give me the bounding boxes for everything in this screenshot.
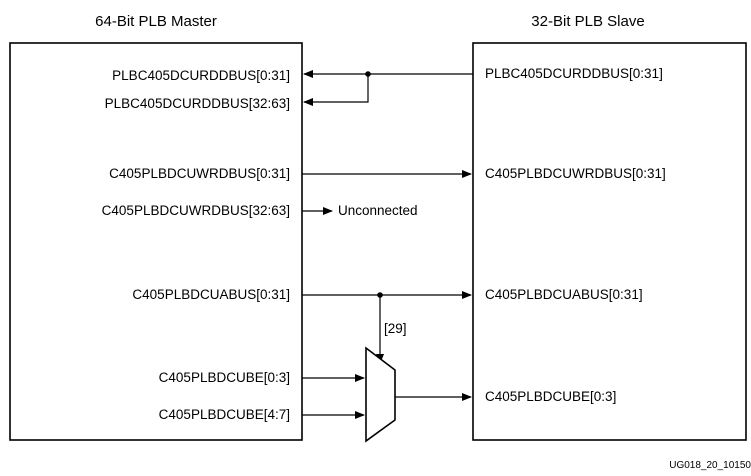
master-title: 64-Bit PLB Master — [95, 13, 217, 30]
figure-id: UG018_20_10150 — [669, 460, 751, 471]
master-rd-hi-label: PLBC405DCURDDBUS[32:63] — [105, 96, 290, 111]
slave-wr-label: C405PLBDCUWRDBUS[0:31] — [485, 166, 666, 181]
slave-box — [472, 42, 747, 441]
mux-select-label: [29] — [384, 321, 407, 336]
slave-title: 32-Bit PLB Slave — [531, 13, 644, 30]
master-be-lo-label: C405PLBDCUBE[0:3] — [159, 370, 290, 385]
master-be-hi-label: C405PLBDCUBE[4:7] — [159, 407, 290, 422]
master-rd-lo-label: PLBC405DCURDDBUS[0:31] — [112, 68, 290, 83]
slave-abus-label: C405PLBDCUABUS[0:31] — [485, 287, 643, 302]
unconnected-label: Unconnected — [338, 203, 418, 218]
multiplexer — [365, 346, 396, 443]
read-bus-hi-line — [303, 74, 369, 106]
master-abus-label: C405PLBDCUABUS[0:31] — [132, 287, 290, 302]
slave-be-label: C405PLBDCUBE[0:3] — [485, 389, 616, 404]
master-wr-hi-label: C405PLBDCUWRDBUS[32:63] — [102, 203, 290, 218]
master-box — [9, 42, 303, 441]
slave-rd-label: PLBC405DCURDDBUS[0:31] — [485, 66, 663, 81]
master-wr-lo-label: C405PLBDCUWRDBUS[0:31] — [109, 166, 290, 181]
